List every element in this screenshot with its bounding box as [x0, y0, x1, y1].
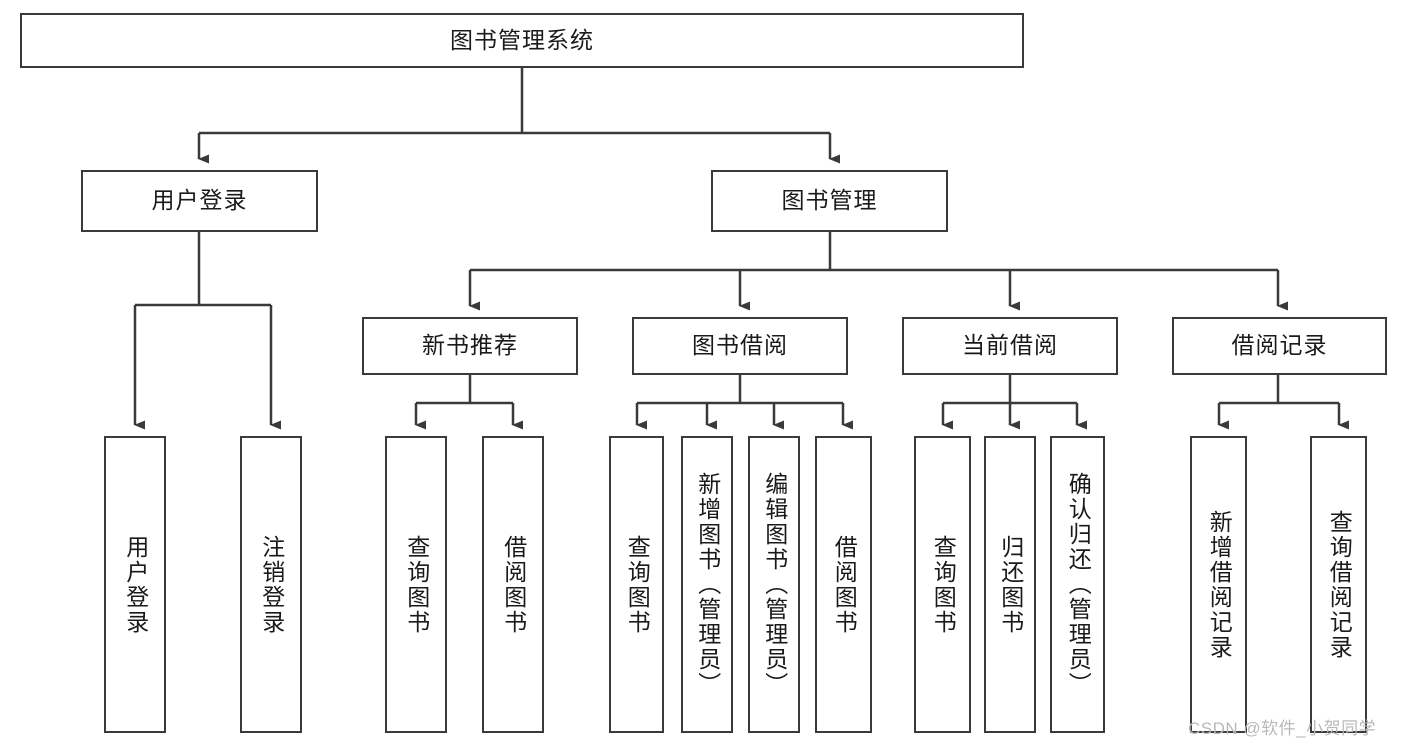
node-level3-1[interactable]: 图书借阅	[632, 317, 848, 375]
node-leaf-4[interactable]: 查询图书	[609, 436, 664, 733]
node-level3-3[interactable]: 借阅记录	[1172, 317, 1387, 375]
node-leaf-5[interactable]: 新增图书（管理员）	[681, 436, 733, 733]
node-leaf-6[interactable]: 编辑图书（管理员）	[748, 436, 800, 733]
node-leaf-10[interactable]: 确认归还（管理员）	[1050, 436, 1105, 733]
node-leaf-9[interactable]: 归还图书	[984, 436, 1036, 733]
node-leaf-7[interactable]: 借阅图书	[815, 436, 872, 733]
node-root[interactable]: 图书管理系统	[20, 13, 1024, 68]
node-leaf-2[interactable]: 查询图书	[385, 436, 447, 733]
csdn-watermark: CSDN @软件_小贺同学	[1188, 719, 1377, 738]
node-leaf-1[interactable]: 注销登录	[240, 436, 302, 733]
node-leaf-8[interactable]: 查询图书	[914, 436, 971, 733]
node-level2-0[interactable]: 用户登录	[81, 170, 318, 232]
node-level2-1[interactable]: 图书管理	[711, 170, 948, 232]
node-level3-0[interactable]: 新书推荐	[362, 317, 578, 375]
node-level3-2[interactable]: 当前借阅	[902, 317, 1118, 375]
node-leaf-11[interactable]: 新增借阅记录	[1190, 436, 1247, 733]
node-leaf-12[interactable]: 查询借阅记录	[1310, 436, 1367, 733]
node-leaf-0[interactable]: 用户登录	[104, 436, 166, 733]
node-leaf-3[interactable]: 借阅图书	[482, 436, 544, 733]
